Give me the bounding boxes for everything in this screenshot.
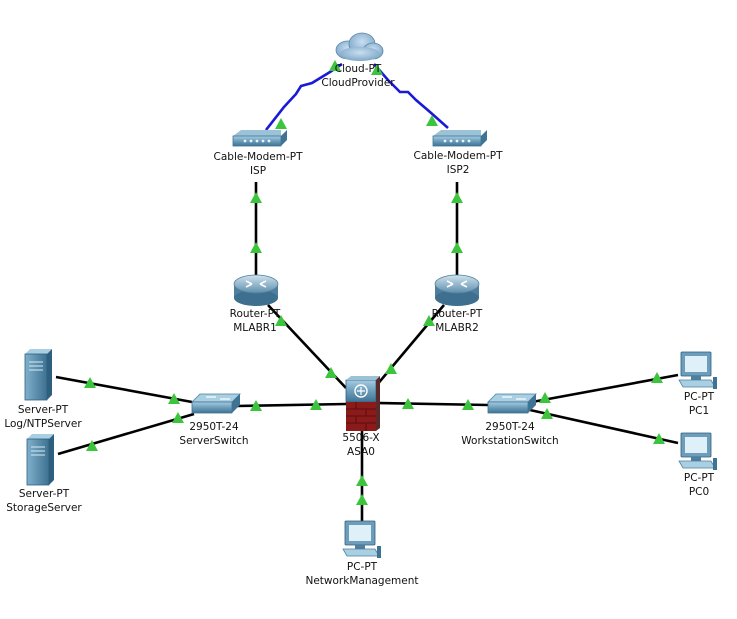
sw2-name-label: WorkstationSwitch [461,435,558,447]
modem2-name-label: ISP2 [447,164,470,176]
link-status-up-icon [539,392,551,403]
switch-workstationswitch-device[interactable] [487,393,537,414]
link-status-up-icon [250,242,262,253]
sw1-type-label: 2950T-24 [189,421,239,433]
firewall-icon [345,376,380,431]
pc1-type-label: PC-PT [684,391,715,403]
link-cloud-modem1[interactable] [264,62,343,131]
r1-name-label: MLABR1 [233,322,277,334]
link-status-up-icon [426,115,438,126]
link-srv1-sw1[interactable] [55,375,193,404]
pcnm-type-label: PC-PT [347,561,378,573]
router-icon [233,274,279,306]
r1-type-label: Router-PT [230,308,281,320]
asa-type-label: 5506-X [342,432,379,444]
link-status-up-icon [402,398,414,409]
switch-icon [487,393,537,414]
pc-icon [342,520,381,558]
r2-type-label: Router-PT [432,308,483,320]
sw2-type-label: 2950T-24 [485,421,535,433]
link-status-up-icon [462,399,474,410]
cable-modem-icon [432,130,487,147]
cable-modem-isp2-device[interactable] [432,130,487,147]
switch-serverswitch-device[interactable] [191,393,241,414]
link-status-up-icon [250,400,262,411]
link-status-up-icon [275,118,287,129]
pc-pc1-device[interactable] [678,351,717,389]
router-mlabr1-device[interactable] [233,274,279,306]
srv2-type-label: Server-PT [19,488,70,500]
link-status-up-icon [651,372,663,383]
server-icon [24,349,52,401]
link-status-up-icon [275,315,287,326]
modem1-type-label: Cable-Modem-PT [214,151,304,163]
server-log-ntp-device[interactable] [24,349,52,401]
cable-modem-icon [232,130,287,147]
link-status-up-icon [329,60,341,71]
link-status-up-icon [325,367,337,378]
link-status-up-icon [356,475,368,486]
link-status-up-icon [86,440,98,451]
switch-icon [191,393,241,414]
pc0-name-label: PC0 [689,486,709,498]
labels-layer: Cloud-PT CloudProvider Cable-Modem-PT IS… [4,63,714,587]
pcnm-name-label: NetworkManagement [305,575,418,587]
link-status-up-icon [451,242,463,253]
cloud-device[interactable] [335,32,384,61]
asa-name-label: ASA0 [347,446,375,458]
cable-modem-isp-device[interactable] [232,130,287,147]
link-status-up-icon [653,433,665,444]
router-icon [434,274,480,306]
router-mlabr2-device[interactable] [434,274,480,306]
server-icon [26,434,54,486]
link-status-up-icon [356,494,368,505]
pc-icon [678,351,717,389]
devices-layer [24,32,717,558]
server-storage-device[interactable] [26,434,54,486]
srv2-name-label: StorageServer [6,502,82,514]
pc1-name-label: PC1 [689,405,709,417]
link-status-up-icon [423,315,435,326]
pc-pc0-device[interactable] [678,432,717,470]
cloud-icon [335,32,384,61]
link-status-up-icon [451,192,463,203]
cloud-name-label: CloudProvider [321,77,395,89]
firewall-asa0-device[interactable] [345,376,380,431]
modem2-type-label: Cable-Modem-PT [414,150,504,162]
link-status-up-icon [310,399,322,410]
pc-networkmanagement-device[interactable] [342,520,381,558]
link-status-up-icon [172,412,184,423]
link-status-up-icon [168,393,180,404]
link-status-up-icon [385,363,397,374]
link-status-up-icon [541,408,553,419]
modem1-name-label: ISP [250,165,266,177]
srv1-name-label: Log/NTPServer [4,418,82,430]
link-status-layer [84,60,665,505]
sw1-name-label: ServerSwitch [179,435,248,447]
pc0-type-label: PC-PT [684,472,715,484]
link-status-up-icon [250,192,262,203]
link-status-up-icon [84,377,96,388]
link-sw1-asa[interactable] [235,402,347,408]
link-sw2-pc0[interactable] [529,408,679,445]
srv1-type-label: Server-PT [18,404,69,416]
link-srv2-sw1[interactable] [57,412,195,456]
cloud-type-label: Cloud-PT [335,63,382,75]
link-cloud-modem2[interactable] [373,63,449,129]
link-asa-sw2[interactable] [375,401,489,407]
link-status-up-icon [371,64,383,75]
r2-name-label: MLABR2 [435,322,479,334]
pc-icon [678,432,717,470]
